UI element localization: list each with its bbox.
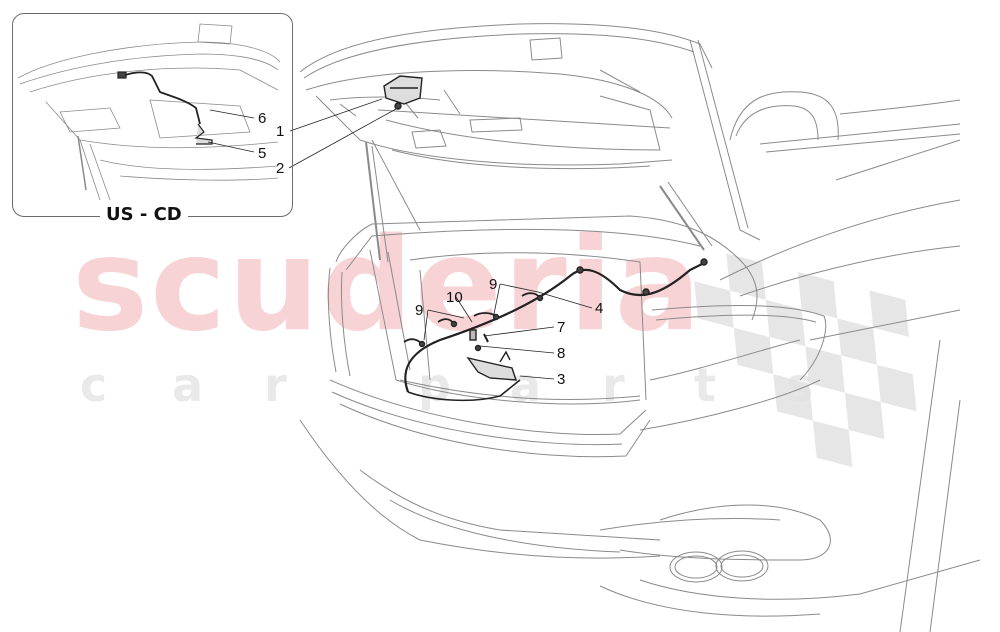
inset-drawing [17,23,281,201]
callout-4: 4 [595,300,604,317]
callout-2: 2 [276,160,285,177]
callout-9: 9 [489,276,498,293]
callout-3: 3 [557,371,566,388]
callout-10: 10 [446,289,463,306]
inset-label: US - CD [100,205,188,225]
callout-6: 6 [258,110,267,127]
callout-8: 8 [557,345,566,362]
callout-5: 5 [258,145,267,162]
us-cd-inset-frame [12,13,293,217]
callout-9: 9 [415,302,424,319]
callout-7: 7 [557,319,566,336]
checkered-flag-watermark [694,253,917,468]
callout-1: 1 [276,123,285,140]
parts-group [383,75,708,402]
